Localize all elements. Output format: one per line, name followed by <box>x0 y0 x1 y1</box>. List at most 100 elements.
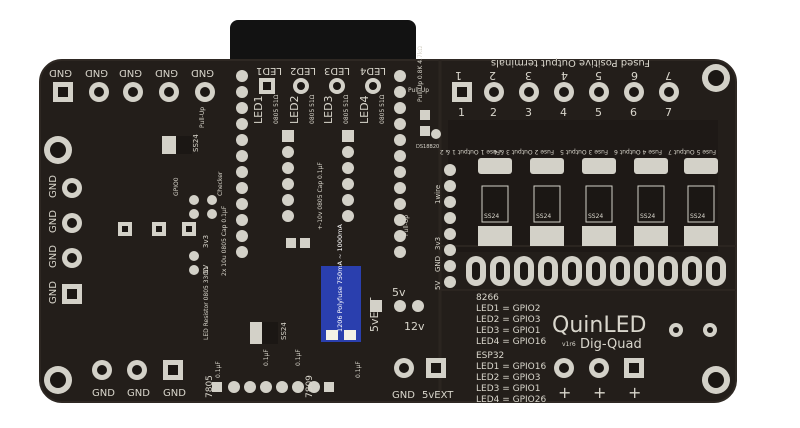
jumper-12v-label: 12v <box>404 320 425 333</box>
resistor-note-3: 0805 51Ω <box>343 94 350 124</box>
plus-terminals <box>554 358 644 378</box>
led3-label-top: LED3 <box>324 65 350 76</box>
gnd-label-left-2: GND <box>48 210 59 233</box>
ss24-label-left: SS24 <box>192 134 200 152</box>
svg-text:4: 4 <box>560 106 567 119</box>
svg-text:6: 6 <box>630 106 637 119</box>
mcu-header-left <box>236 70 248 258</box>
ss24-fuse-2: SS24 <box>536 213 551 220</box>
svg-text:2: 2 <box>489 69 496 82</box>
regulator-pads <box>212 381 334 393</box>
led-res-label: LED Resistor 0805 330Ω <box>203 267 210 340</box>
led1-label-side: LED1 <box>252 95 265 124</box>
plus-label-2: + <box>593 383 606 402</box>
cap-01-label-1: 0.1µF <box>215 361 222 378</box>
left-jumper-pads <box>189 195 217 275</box>
pullup-label-right: Pull-Up <box>408 87 429 94</box>
output-number-labels-bottom: 1 2 3 4 5 6 7 <box>458 106 672 119</box>
mounting-hole-tr <box>702 64 730 92</box>
resistor-note-4: 0805 51Ω <box>379 94 386 124</box>
mcu-header-right <box>394 70 406 258</box>
model-name: Dig-Quad <box>580 337 642 352</box>
map-8266-line-4: LED4 = GPIO16 <box>476 337 546 347</box>
map-8266-line-1: LED1 = GPIO2 <box>476 304 541 314</box>
svg-text:5: 5 <box>595 106 602 119</box>
ss24-fuse-3: SS24 <box>588 213 603 220</box>
gnd-label-bottom-3: GND <box>163 388 186 399</box>
gnd-label-top-2: GND <box>85 67 108 78</box>
svg-text:1: 1 <box>455 69 462 82</box>
ic-footprint-right <box>342 130 354 222</box>
ext-gnd-label: GND <box>392 390 415 401</box>
ext-5v-label: 5vEXT <box>422 390 454 401</box>
fuse1-label: Fuse 1 Output 1 & 2 <box>440 148 500 155</box>
ss24-fuse-5: SS24 <box>690 213 705 220</box>
gnd-label-bottom-1: GND <box>92 388 115 399</box>
ext-power-pads <box>394 358 446 378</box>
gnd-label-top-1: GND <box>49 67 72 78</box>
gnd-label-left-3: GND <box>48 245 59 268</box>
gpio0-label: GPIO0 <box>173 177 180 196</box>
plus-label-1: + <box>558 383 571 402</box>
gnd-label-top-3: GND <box>119 67 142 78</box>
svg-text:7: 7 <box>665 106 672 119</box>
led4-label-side: LED4 <box>358 95 371 124</box>
svg-text:7: 7 <box>665 69 672 82</box>
pin-3v3-right: 3v3 <box>434 237 442 250</box>
svg-text:3: 3 <box>525 69 532 82</box>
gnd-label-top-4: GND <box>155 67 178 78</box>
ss24-fuse-4: SS24 <box>640 213 655 220</box>
cap-01-label-2: 0.1µF <box>263 349 270 366</box>
ic-footprint-left <box>282 130 294 222</box>
output-number-labels-top: 1 2 3 4 5 6 7 <box>455 69 672 82</box>
svg-text:6: 6 <box>631 69 638 82</box>
power-terminal-row <box>466 256 726 286</box>
led-pads <box>259 78 381 94</box>
pin-3v3-left: 3v3 <box>202 235 210 248</box>
gnd-pads-left <box>62 178 82 304</box>
pullup-pads <box>420 110 441 139</box>
map-8266-title: 8266 <box>476 293 499 303</box>
gnd-label-left-1: GND <box>48 175 59 198</box>
led4-label-top: LED4 <box>360 65 386 76</box>
pullup-label-mid: Pull-Up <box>403 215 410 236</box>
gnd-label-top-5: GND <box>191 67 214 78</box>
cap-note-left: 2x 10u 0805 Cap 0.1µF <box>221 205 228 276</box>
map-esp32-line-2: LED2 = GPIO3 <box>476 373 541 383</box>
plus-label-3: + <box>628 383 641 402</box>
pin-5v-right: 5V <box>434 281 442 290</box>
mounting-hole-br <box>702 366 730 394</box>
map-esp32-line-4: LED4 = GPIO26 <box>476 395 546 405</box>
vr7805-label: 7805 <box>205 375 215 398</box>
map-esp32-line-1: LED1 = GPIO16 <box>476 362 546 372</box>
logo-pads <box>669 323 717 337</box>
svg-text:4: 4 <box>561 69 568 82</box>
polyfuse-label: 1206 Polyfuse 750mA ~ 1000mA <box>336 224 344 332</box>
fuse5-label: Fuse 5 Output 7 <box>668 148 716 155</box>
capacitor-note: +-10v 0805 Cap 0.1µF <box>317 162 324 230</box>
map-esp32-line-3: LED3 = GPIO1 <box>476 384 541 394</box>
version-label: v1r6 <box>562 341 576 348</box>
svg-text:5: 5 <box>595 69 602 82</box>
gnd-pads-top <box>53 82 215 102</box>
gnd-label-bottom-2: GND <box>127 388 150 399</box>
led2-label-side: LED2 <box>288 95 301 124</box>
map-8266-line-2: LED2 = GPIO3 <box>476 315 541 325</box>
voltage-select-jumper <box>370 300 424 312</box>
onewire-pads <box>444 164 456 288</box>
led3-label-side: LED3 <box>322 95 335 124</box>
vr7809-label: 7809 <box>305 375 315 398</box>
brand-logo: QuinLED <box>552 313 646 338</box>
fuse4-label: Fuse 4 Output 6 <box>614 148 662 155</box>
pullup-label-left: Pull-Up <box>199 107 206 128</box>
resistor-note-1: 0805 51Ω <box>273 94 280 124</box>
ss24-label-reg: SS24 <box>280 322 288 340</box>
map-esp32-title: ESP32 <box>476 351 504 361</box>
ss24-fuse-1: SS24 <box>484 213 499 220</box>
cap-01-label-3: 0.1µF <box>295 349 302 366</box>
resistor-note-2: 0805 51Ω <box>309 94 316 124</box>
fuse3-label: Fuse 3 Output 5 <box>560 148 608 155</box>
output-terminal-pads <box>452 82 679 102</box>
pin-5v-left: 5V <box>202 265 210 274</box>
